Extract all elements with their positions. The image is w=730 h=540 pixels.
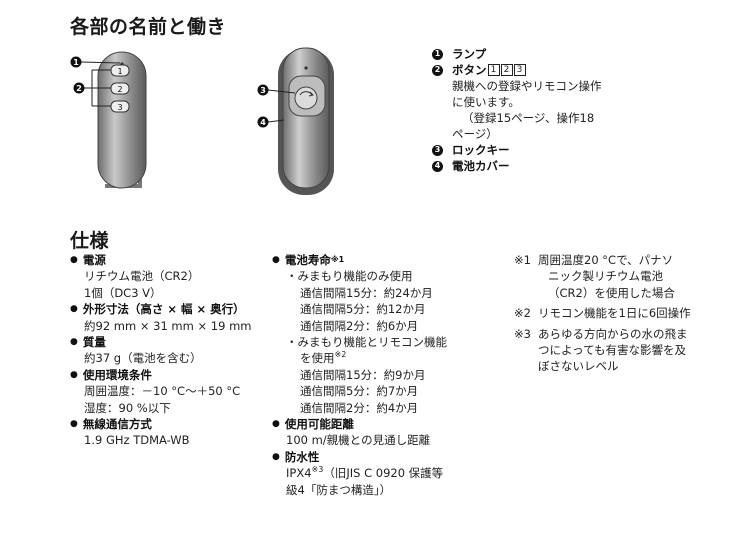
footnote-item: ※2 リモコン機能を1日に6回操作 — [514, 306, 691, 321]
footnote-ref: ※3 — [311, 465, 324, 475]
callout-3-marker — [257, 84, 269, 96]
spec-value: 通信間隔5分：約7か月 — [300, 384, 419, 399]
spec-value: 周囲温度：－10 °C〜＋50 °C — [84, 384, 241, 399]
part-item-button: 2 ボタン 1 2 3 — [432, 62, 632, 78]
button-number-box: 3 — [513, 64, 526, 76]
part-description: 親機への登録やリモコン操作 に使います。 （登録15ページ、操作18 ページ） — [452, 79, 602, 141]
spec-value: 約37 g（電池を含む） — [84, 351, 202, 366]
button-number-box: 1 — [487, 64, 500, 76]
callout-3-label: 3 — [260, 86, 266, 95]
spec-heading-power: ●電源 — [70, 253, 106, 267]
bullet-icon: ● — [70, 304, 78, 315]
part-number: 1 — [432, 48, 443, 60]
spec-value: 湿度：90 %以下 — [84, 400, 171, 415]
spec-value: 通信間隔15分：約24か月 — [300, 285, 433, 300]
footnotes: ※1 周囲温度20 °Cで、パナソ ニック製リチウム電池 （CR2）を使用した場… — [514, 252, 714, 379]
spec-value: 100 m/親機との見通し距離 — [286, 433, 431, 448]
remote-back-illustration: 3 4 — [250, 40, 350, 200]
spec-value: 1個（DC3 V） — [84, 285, 162, 300]
spec-value: を使用※2 — [300, 350, 347, 366]
callout-2-marker — [73, 82, 85, 94]
callout-4-marker — [257, 116, 269, 128]
part-number: 4 — [432, 160, 443, 172]
spec-value: ・みまもり機能のみ使用 — [286, 269, 413, 284]
spec-value: 約92 mm × 31 mm × 19 mm — [84, 318, 252, 333]
part-name: ランプ — [452, 47, 487, 61]
bullet-icon: ● — [70, 369, 78, 380]
spec-heading-battery-life: ●電池寿命※1 — [272, 253, 345, 267]
spec-value: 1.9 GHz TDMA-WB — [84, 433, 190, 448]
spec-value: リチウム電池（CR2） — [84, 269, 200, 284]
bullet-icon: ● — [70, 419, 78, 430]
spec-heading-radio: ●無線通信方式 — [70, 417, 152, 432]
part-number: 3 — [432, 144, 443, 156]
footnote-mark: ※1 — [514, 253, 531, 267]
spec-value: 通信間隔5分：約12か月 — [300, 302, 426, 317]
button-1-label: 1 — [117, 67, 122, 76]
spec-value: 級4「防まつ構造」） — [286, 482, 392, 497]
part-name: 電池カバー — [452, 159, 510, 173]
remote-front-illustration: 1 2 1 2 3 — [60, 40, 160, 200]
footnote-ref: ※2 — [334, 350, 347, 360]
spec-heading-mass: ●質量 — [70, 335, 106, 350]
part-name: ボタン — [452, 63, 487, 77]
page-title: 各部の名前と働き — [70, 16, 227, 38]
bullet-icon: ● — [272, 451, 280, 462]
spec-value: 通信間隔2分：約4か月 — [300, 400, 419, 415]
button-3-label: 3 — [117, 103, 122, 112]
spec-value: ・みまもり機能とリモコン機能 — [286, 335, 447, 350]
button-2-label: 2 — [117, 85, 122, 94]
spec-value: IPX4※3（旧JIS C 0920 保護等 — [286, 465, 444, 481]
button-number-box: 2 — [500, 64, 513, 76]
callout-1-marker — [70, 56, 82, 68]
spec-heading-waterproof: ●防水性 — [272, 449, 320, 464]
bullet-icon: ● — [272, 419, 280, 430]
parts-list: 1 ランプ 2 ボタン 1 2 3 親機への登録やリモコン操作 に使います。 （… — [432, 46, 632, 174]
part-item-lamp: 1 ランプ — [432, 46, 632, 62]
part-name: ロックキー — [452, 143, 510, 157]
part-item-battery-cover: 4 電池カバー — [432, 158, 632, 174]
bullet-icon: ● — [70, 337, 78, 348]
bullet-icon: ● — [70, 255, 78, 265]
spec-heading-size: ●外形寸法（高さ × 幅 × 奥行） — [70, 302, 245, 317]
part-item-lock-key: 3 ロックキー — [432, 142, 632, 158]
spec-column-1: ●電源 リチウム電池（CR2） 1個（DC3 V） ●外形寸法（高さ × 幅 ×… — [70, 252, 270, 449]
footnote-mark: ※3 — [514, 326, 531, 341]
part-number: 2 — [432, 64, 443, 76]
callout-2-label: 2 — [76, 84, 82, 93]
spec-value: 通信間隔2分：約6か月 — [300, 318, 419, 333]
spec-value: 通信間隔15分：約9か月 — [300, 367, 426, 382]
callout-1-label: 1 — [73, 58, 79, 67]
spec-column-2: ●電池寿命※1 ・みまもり機能のみ使用 通信間隔15分：約24か月 通信間隔5分… — [272, 252, 492, 498]
spec-heading-range: ●使用可能距離 — [272, 417, 354, 432]
section-title-spec: 仕様 — [70, 230, 110, 252]
spec-heading-environment: ●使用環境条件 — [70, 367, 152, 382]
footnote-item: ※1 周囲温度20 °Cで、パナソ ニック製リチウム電池 （CR2）を使用した場… — [514, 253, 675, 300]
callout-4-label: 4 — [260, 118, 266, 127]
bullet-icon: ● — [272, 255, 280, 265]
footnote-item: ※3 あらゆる方向からの水の飛ま つによっても有害な影響を及 ぼさないレベル — [514, 326, 688, 374]
footnote-mark: ※2 — [514, 306, 531, 321]
